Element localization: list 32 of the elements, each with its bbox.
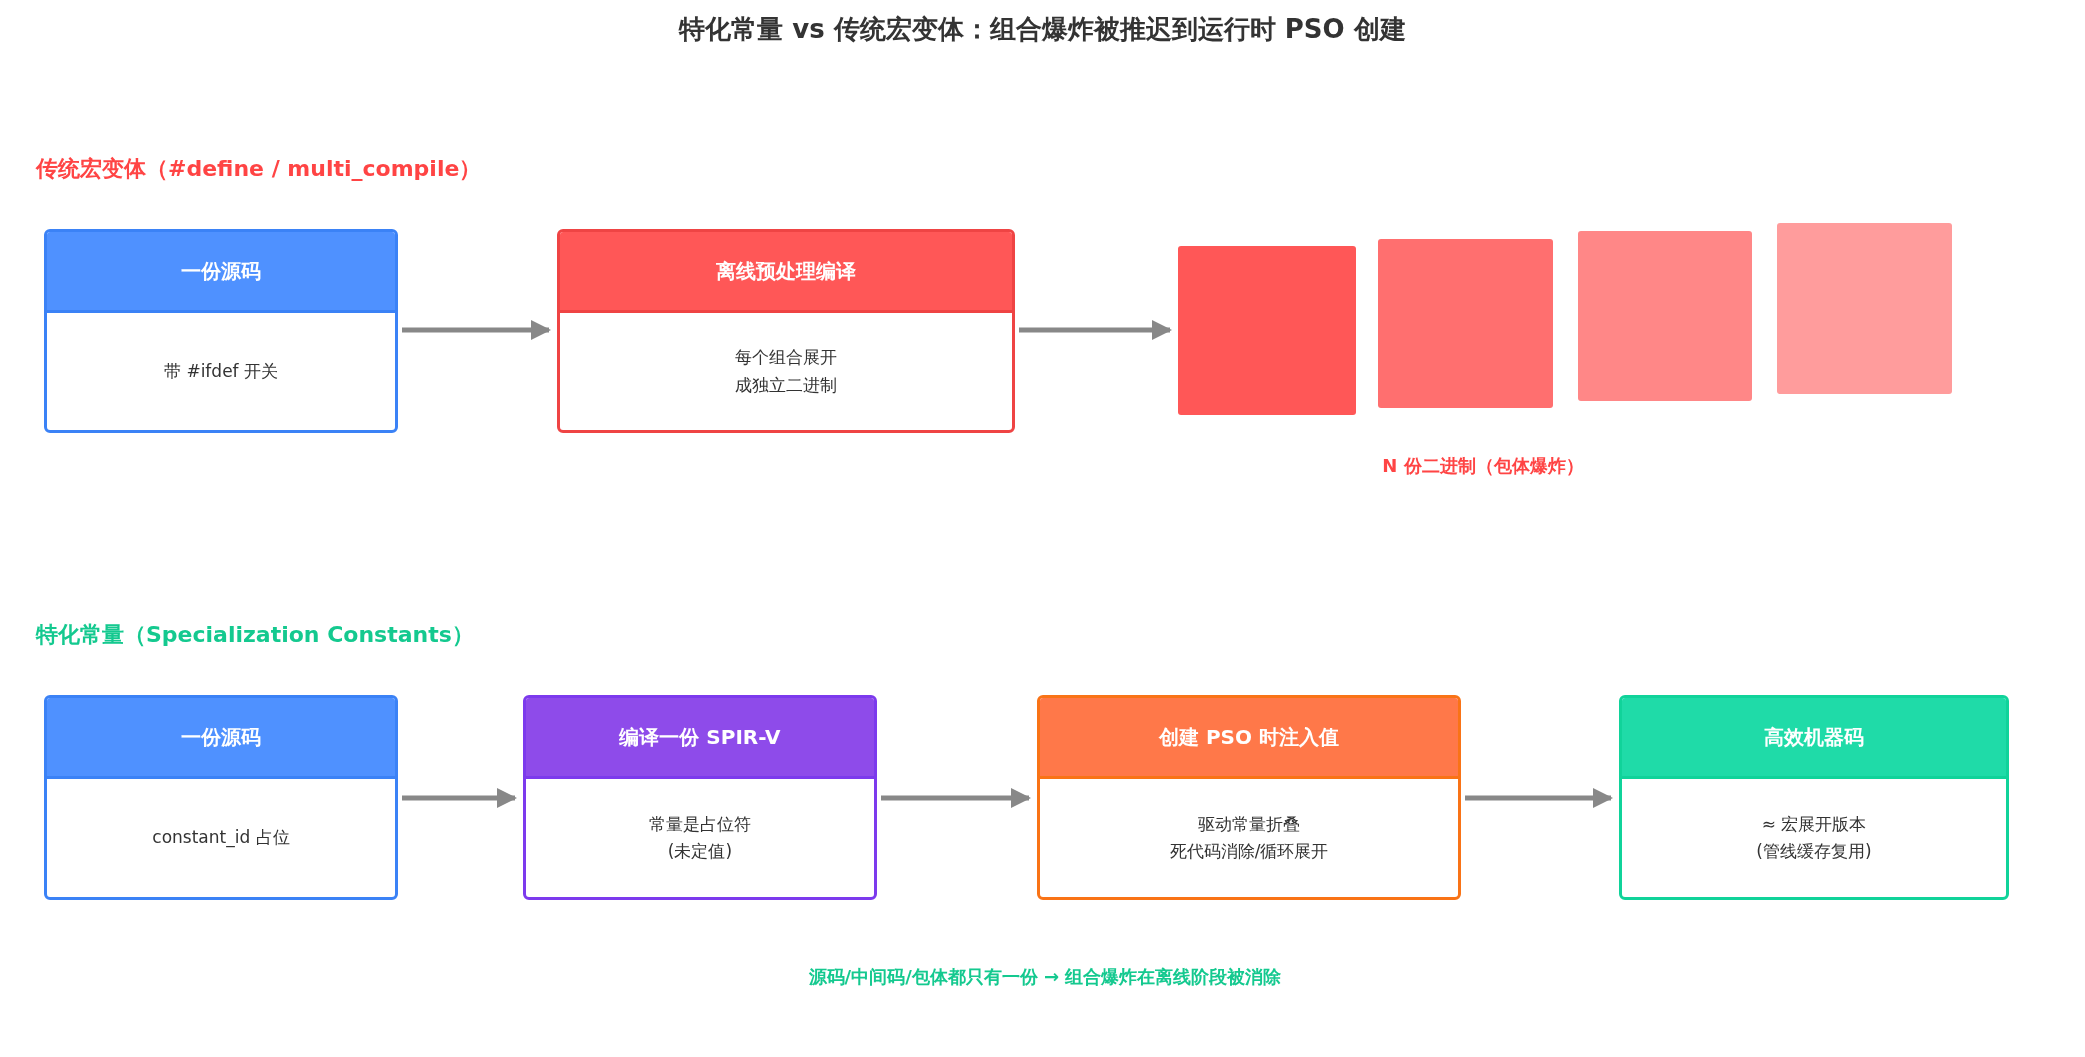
arrow [402, 788, 517, 808]
card-heading: 一份源码 [181, 723, 261, 751]
process-card [1037, 695, 1461, 900]
process-card [44, 695, 398, 900]
card-heading: 创建 PSO 时注入值 [1159, 723, 1339, 751]
card-text: 驱动常量折叠死代码消除/循环展开 [1169, 812, 1329, 863]
arrow [881, 788, 1031, 808]
arrow [1465, 788, 1613, 808]
card-heading: 高效机器码 [1764, 723, 1864, 751]
card-text: 每个组合展开成独立二进制 [735, 346, 837, 397]
process-card [44, 229, 398, 433]
card-text: ≈ 宏展开版本 (管线缓存复用) [1755, 812, 1873, 863]
process-card [1619, 695, 2009, 900]
arrow [1019, 320, 1172, 340]
binary-block [1777, 223, 1952, 394]
binary-block [1178, 246, 1356, 415]
caption-text: 源码/中间码/包体都只有一份 → 组合爆炸在离线阶段被消除 [808, 965, 1282, 989]
section-heading: 传统宏变体（#define / multi_compile） [36, 155, 482, 183]
card-heading: 编译一份 SPIR-V [619, 723, 781, 751]
arrow [402, 320, 551, 340]
binary-block [1378, 239, 1553, 408]
binary-block [1578, 231, 1752, 401]
caption-text: N 份二进制（包体爆炸） [1382, 454, 1584, 478]
diagram-title: 特化常量 vs 传统宏变体：组合爆炸被推迟到运行时 PSO 创建 [677, 13, 1407, 46]
section-heading: 特化常量（Specialization Constants） [36, 621, 474, 649]
process-card [523, 695, 877, 900]
card-heading: 一份源码 [181, 257, 261, 285]
card-text: 常量是占位符 (未定值) [648, 812, 752, 863]
card-text: constant_id 占位 [152, 826, 290, 850]
card-heading: 离线预处理编译 [716, 257, 856, 285]
card-text: 带 #ifdef 开关 [164, 359, 278, 383]
process-card [557, 229, 1015, 433]
